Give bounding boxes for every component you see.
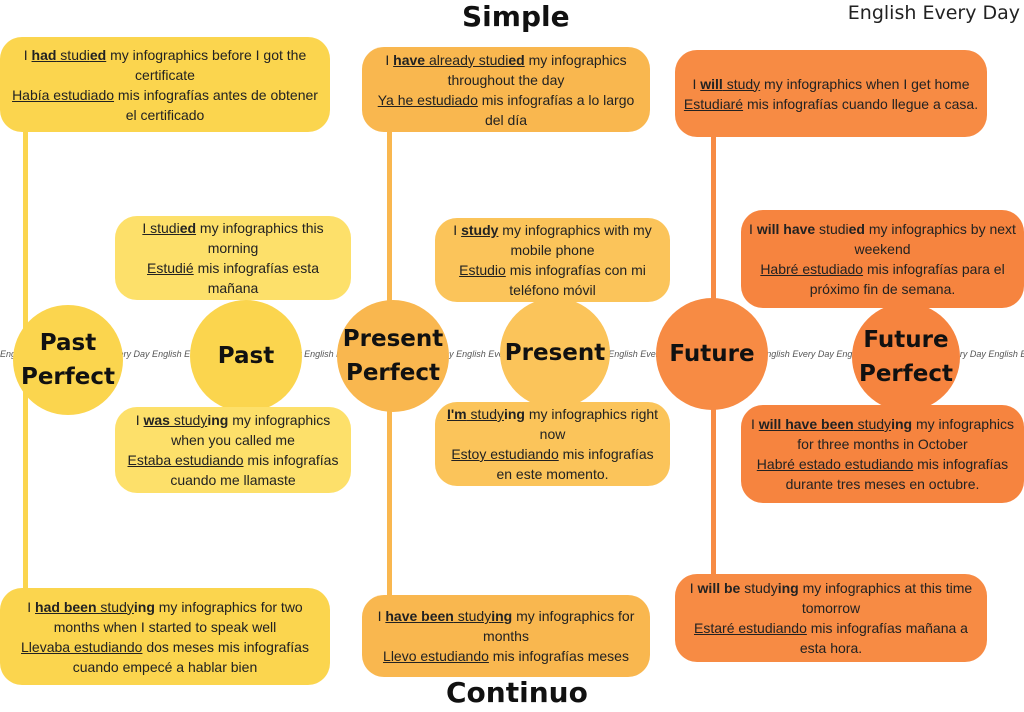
card-future-continuous: I will be studying my infographics at th… <box>675 574 987 662</box>
tense-past-perfect: Past Perfect <box>13 305 123 415</box>
brand-label: English Every Day <box>847 2 1020 24</box>
card-future-perfect-simple: I will have studied my infographics by n… <box>741 210 1024 308</box>
card-past-continuous: I was studying my infographics when you … <box>115 407 351 493</box>
card-past-perfect-simple: I had studied my infographics before I g… <box>0 37 330 132</box>
tense-future-perfect: Future Perfect <box>852 303 960 411</box>
card-present-continuous: I'm studying my infographics right now E… <box>435 402 670 486</box>
simple-heading: Simple <box>462 0 570 33</box>
card-future-perfect-continuous: I will have been studying my infographic… <box>741 405 1024 503</box>
card-present-perfect-simple: I have already studied my infographics t… <box>362 47 650 132</box>
card-present-simple: I study my infographics with my mobile p… <box>435 218 670 302</box>
tense-present: Present <box>500 298 610 408</box>
tense-future: Future <box>656 298 768 410</box>
tense-past: Past <box>190 300 302 412</box>
continuous-heading: Continuo <box>446 676 588 709</box>
card-future-simple: I will study my infographics when I get … <box>675 50 987 137</box>
card-present-perfect-continuous: I have been studying my infographics for… <box>362 595 650 677</box>
tense-present-perfect: Present Perfect <box>337 300 449 412</box>
card-past-simple: I studied my infographics this morning E… <box>115 216 351 300</box>
card-past-perfect-continuous: I had been studying my infographics for … <box>0 588 330 685</box>
